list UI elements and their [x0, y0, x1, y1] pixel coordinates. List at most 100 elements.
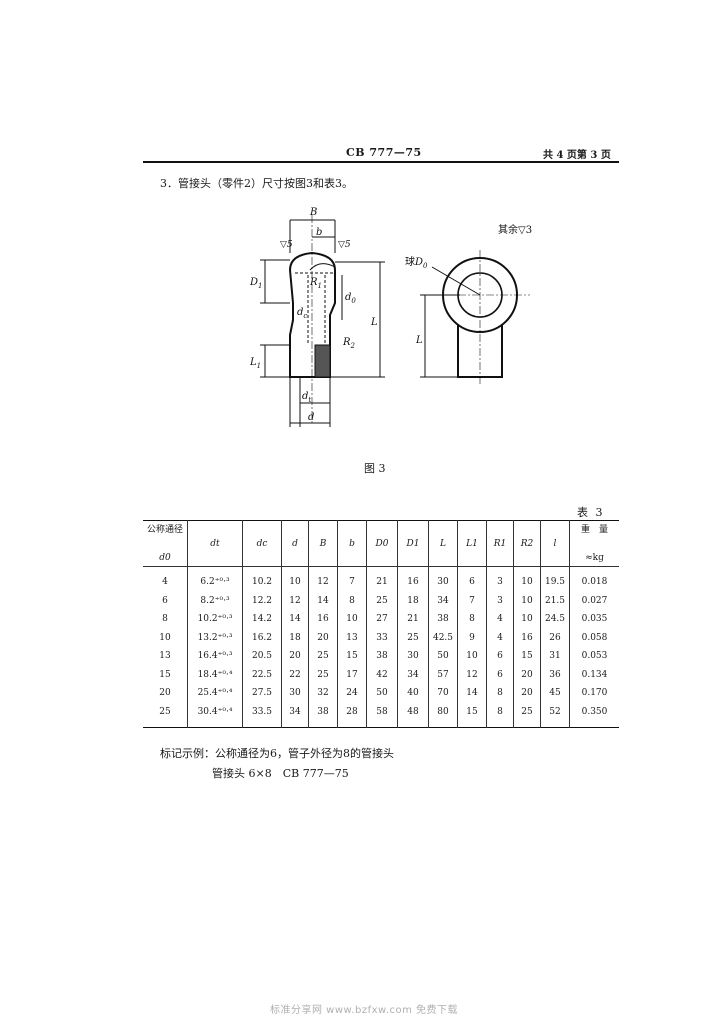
table-cell: 38: [428, 610, 458, 629]
header-B: B: [308, 520, 338, 567]
table-cell: 8: [337, 591, 367, 610]
table-cell: 12: [457, 665, 487, 684]
header-l: l: [540, 520, 570, 567]
table-cell: 13: [337, 628, 367, 647]
table-cell: 0.350: [569, 702, 619, 728]
table-cell: 25: [308, 647, 338, 666]
table-cell: 8.2⁺⁰·³: [187, 591, 243, 610]
header-R1: R1: [486, 520, 514, 567]
table-cell: 24.5: [540, 610, 570, 629]
table-cell: 0.027: [569, 591, 619, 610]
table-cell: 15: [337, 647, 367, 666]
table-cell: 3: [486, 566, 514, 592]
table-cell: 0.035: [569, 610, 619, 629]
table-cell: 58: [366, 702, 398, 728]
table-cell: 31: [540, 647, 570, 666]
table-cell: 10: [159, 632, 171, 643]
table-cell: 10: [513, 591, 541, 610]
table-cell: 20: [308, 628, 338, 647]
table-cell: 45: [540, 684, 570, 703]
table-cell: 14.2: [242, 610, 282, 629]
dimension-table: 公称通径 d0 dt dc d B b D0 D1 L L1 R1 R2 l 重…: [143, 520, 619, 728]
table-cell: 10: [457, 647, 487, 666]
table-cell: 8: [457, 610, 487, 629]
table-cell: 21: [366, 566, 398, 592]
label-L: L: [370, 317, 378, 328]
table-cell: 3: [486, 591, 514, 610]
table-cell: 10: [513, 566, 541, 592]
table-cell: 21.5: [540, 591, 570, 610]
header-b: b: [337, 520, 367, 567]
table-cell: 80: [428, 702, 458, 728]
table-cell: 21: [397, 610, 429, 629]
table-cell: 7: [337, 566, 367, 592]
table-cell: 38: [366, 647, 398, 666]
table-cell: 20: [159, 688, 171, 698]
table-cell: 15: [513, 647, 541, 666]
table-cell: 10.2: [242, 566, 282, 592]
table-cell: 30: [397, 647, 429, 666]
table-cell: 12: [308, 566, 338, 592]
table-cell: 16: [308, 610, 338, 629]
table-cell: 30.4⁺⁰·⁴: [187, 702, 243, 728]
label-b: b: [316, 227, 322, 238]
table-cell: 25.4⁺⁰·⁴: [187, 684, 243, 703]
figure-caption: 图 3: [364, 462, 386, 475]
table-cell: 0.053: [569, 647, 619, 666]
table-cell: 32: [308, 684, 338, 703]
header-dt: dt: [187, 520, 243, 567]
table-cell: 20: [513, 665, 541, 684]
table-cell: 48: [397, 702, 429, 728]
table-cell: 6: [486, 665, 514, 684]
header-d: d: [281, 520, 309, 567]
table-cell: 6: [162, 595, 168, 606]
label-v5b: ▽5: [338, 240, 351, 250]
table-cell: 50: [366, 684, 398, 703]
table-cell: 25: [513, 702, 541, 728]
label-R1: R1: [309, 277, 322, 290]
table-cell: 0.018: [569, 566, 619, 592]
surface-note: 其余▽3: [498, 223, 532, 236]
table-cell: 22.5: [242, 665, 282, 684]
header-D0: D0: [366, 520, 398, 567]
table-cell: 14: [308, 591, 338, 610]
table-cell: 26: [540, 628, 570, 647]
table-cell: 25: [397, 628, 429, 647]
table-cell: 0.058: [569, 628, 619, 647]
table-cell: 24: [337, 684, 367, 703]
table-cell: 17: [337, 665, 367, 684]
table-cell: 38: [308, 702, 338, 728]
table-cell: 4: [162, 577, 168, 587]
label-d0: d0: [345, 292, 356, 305]
table-cell: 20: [281, 647, 309, 666]
marking-example-label: 标记示例：公称通径为6，管子外径为8的管接头: [160, 747, 394, 760]
table-cell: 8: [486, 702, 514, 728]
table-cell: 18.4⁺⁰·⁴: [187, 665, 243, 684]
section-text: 3．管接头（零件2）尺寸按图3和表3。: [160, 177, 353, 190]
table-cell: 8: [162, 614, 168, 624]
header-D1: D1: [397, 520, 429, 567]
table-cell: 18: [281, 628, 309, 647]
table-cell: 10.2⁺⁰·³: [187, 610, 243, 629]
label-D1: D1: [249, 277, 263, 290]
header-weight: 重 量 ≈kg: [569, 520, 619, 567]
technical-drawing: B b ▽5 ▽5 D1 R1 d0 dc R2 L L1 dt d 球D0 L…: [249, 207, 532, 427]
table-cell: 33: [366, 628, 398, 647]
table-cell: 22: [281, 665, 309, 684]
table-cell: 16.4⁺⁰·³: [187, 647, 243, 666]
header-L: L: [428, 520, 458, 567]
table-cell: 18: [397, 591, 429, 610]
page-number: 共 4 页第 3 页: [543, 150, 611, 161]
table-cell: 34: [428, 591, 458, 610]
table-cell: 42: [366, 665, 398, 684]
table-cell: 36: [540, 665, 570, 684]
table-cell: 30: [428, 566, 458, 592]
table-cell: 6: [457, 566, 487, 592]
table-cell: 19.5: [540, 566, 570, 592]
